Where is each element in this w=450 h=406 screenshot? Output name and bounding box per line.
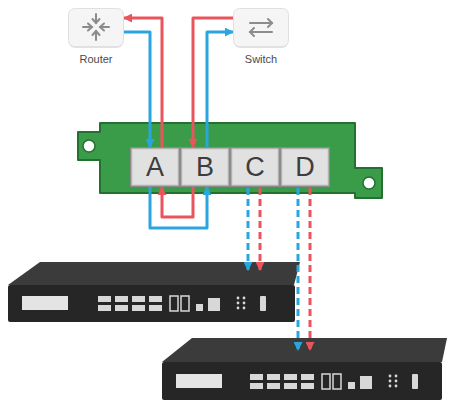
- network-appliance: [162, 338, 447, 400]
- port-letter: D: [280, 147, 330, 187]
- device-icon: Switch: [233, 8, 289, 48]
- port-letter: A: [130, 147, 180, 187]
- monitor-feed: [248, 188, 310, 350]
- icon-tile: [68, 8, 124, 48]
- traffic-link: [162, 187, 193, 217]
- tap-port: A: [130, 147, 180, 187]
- device-label: Switch: [245, 53, 277, 65]
- port-letter: B: [180, 147, 230, 187]
- traffic-link: [193, 18, 233, 147]
- network-appliance: [8, 262, 300, 322]
- port-letter: C: [230, 147, 280, 187]
- tap-board: [78, 123, 382, 198]
- traffic-link: [207, 32, 233, 147]
- device-label: Router: [79, 53, 112, 65]
- tap-port: C: [230, 147, 280, 187]
- tap-port: D: [280, 147, 330, 187]
- traffic-link: [124, 18, 162, 147]
- tap-port: B: [180, 147, 230, 187]
- icon-tile: [233, 8, 289, 48]
- device-icon: Router: [68, 8, 124, 48]
- traffic-link: [150, 187, 207, 228]
- traffic-link: [124, 32, 150, 147]
